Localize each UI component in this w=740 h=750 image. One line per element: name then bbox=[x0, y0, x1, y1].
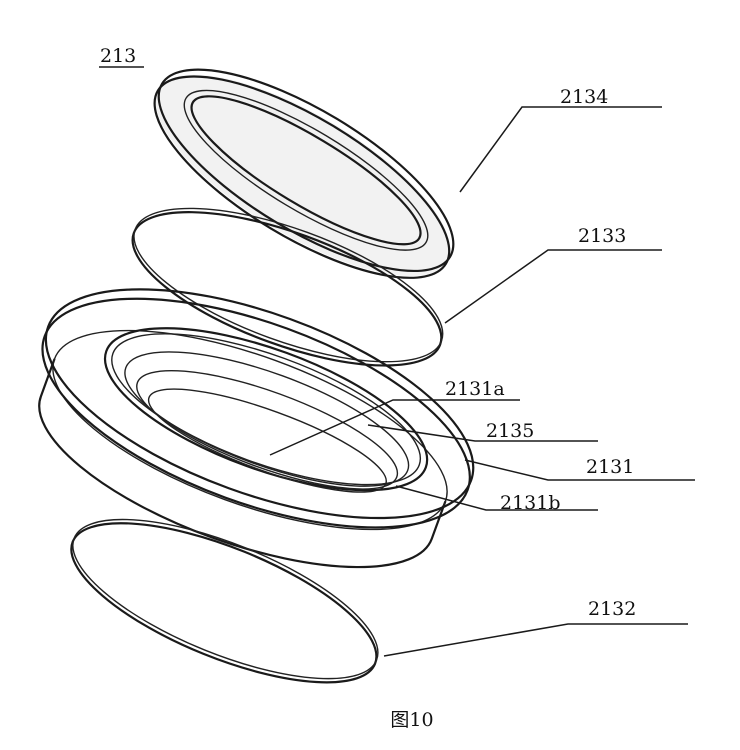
leader-2132 bbox=[384, 624, 688, 656]
leader-2131a bbox=[270, 400, 520, 455]
membrane-lower-part bbox=[52, 487, 397, 715]
ring-top-part bbox=[127, 32, 481, 315]
leader-2134 bbox=[460, 107, 662, 192]
label-2131a: 2131a bbox=[445, 378, 505, 400]
figure-caption: 图10 bbox=[390, 709, 433, 731]
label-2133: 2133 bbox=[578, 225, 626, 247]
assembly-label: 213 bbox=[100, 45, 136, 67]
label-2131b: 2131b bbox=[500, 492, 561, 514]
leader-2131b bbox=[396, 486, 598, 510]
label-2131: 2131 bbox=[586, 456, 634, 478]
label-2132: 2132 bbox=[588, 598, 636, 620]
label-2135: 2135 bbox=[486, 420, 534, 442]
label-2134: 2134 bbox=[560, 86, 608, 108]
leader-2131 bbox=[465, 460, 695, 480]
leader-2133 bbox=[445, 250, 662, 323]
